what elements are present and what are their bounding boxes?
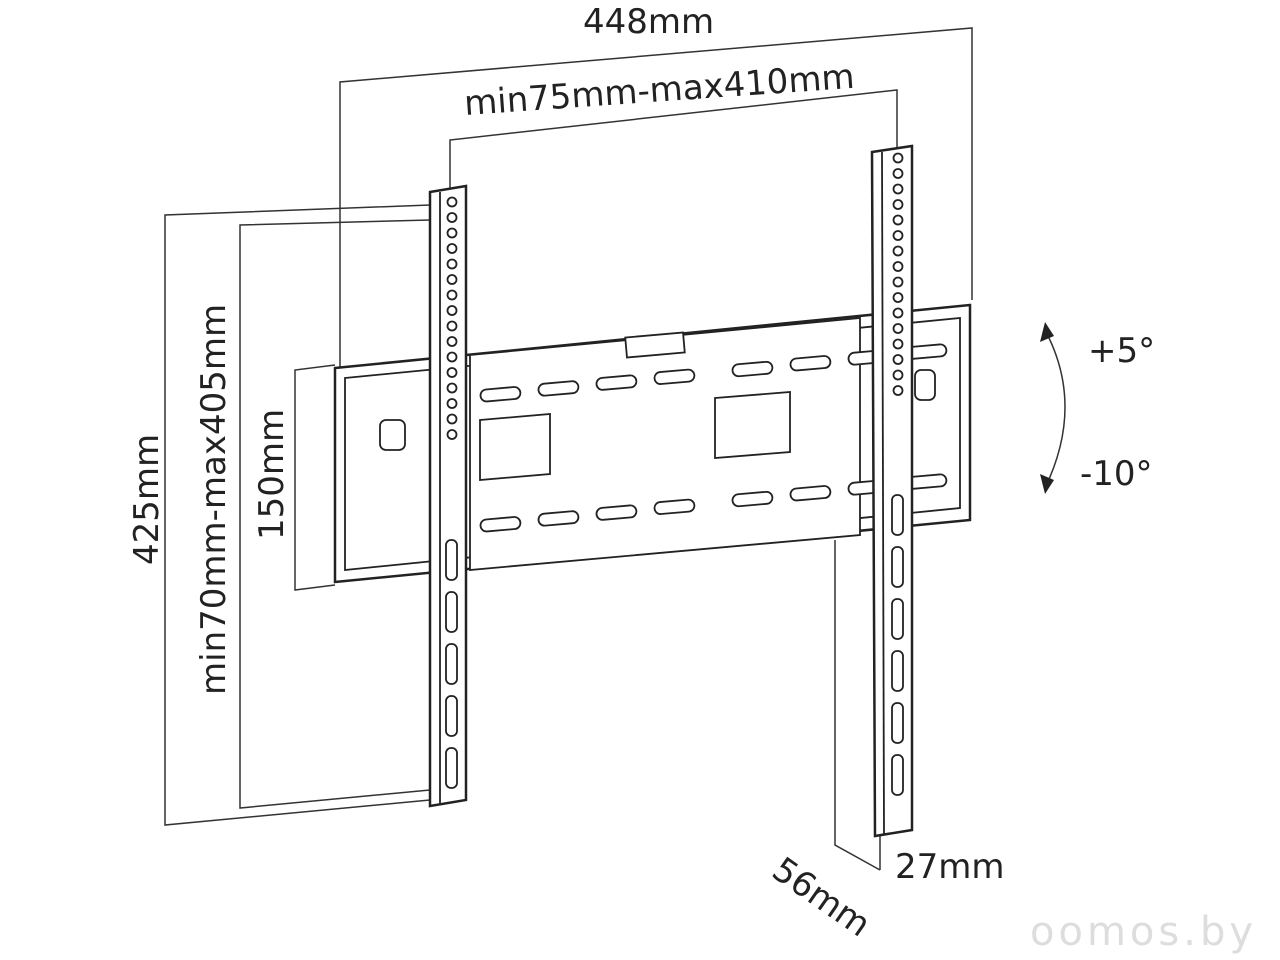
- hole: [446, 289, 458, 301]
- hole: [892, 385, 904, 396]
- plate-slot: [653, 368, 696, 385]
- slot: [445, 643, 458, 685]
- hole: [446, 429, 458, 440]
- plate-height-label: 150mm: [252, 409, 292, 540]
- tilt-arrow-icon: [1040, 322, 1066, 494]
- slot: [445, 539, 458, 581]
- hole: [892, 183, 904, 195]
- plate-slot: [789, 355, 832, 372]
- hole: [446, 258, 458, 270]
- slot: [445, 591, 458, 633]
- hole: [892, 230, 904, 241]
- hole: [892, 261, 904, 272]
- hole: [446, 367, 458, 378]
- right-strip: [870, 144, 914, 838]
- plate-slot: [653, 498, 696, 515]
- hole: [446, 351, 458, 363]
- plate-slot: [537, 510, 580, 527]
- hole: [446, 320, 458, 332]
- hole: [446, 212, 458, 223]
- hole: [892, 307, 904, 319]
- hole: [892, 354, 904, 365]
- hole: [446, 336, 458, 347]
- hole: [892, 245, 904, 257]
- left-strip: [428, 184, 468, 808]
- hole: [446, 413, 458, 425]
- plate-slot: [595, 374, 638, 391]
- watermark: oomos.by: [1030, 909, 1257, 955]
- hole: [892, 292, 904, 303]
- tilt-down-label: -10°: [1080, 454, 1153, 494]
- hole: [446, 398, 458, 409]
- hole: [892, 276, 904, 288]
- hole: [446, 382, 458, 394]
- hole: [892, 214, 904, 226]
- plate-slot: [479, 386, 522, 403]
- plate-slot: [479, 516, 522, 533]
- overall-width-label: 448mm: [583, 2, 714, 42]
- plate-slot: [537, 380, 580, 397]
- hole: [446, 227, 458, 239]
- hole: [892, 199, 904, 210]
- wall-plate: [333, 303, 972, 584]
- hole: [446, 243, 458, 254]
- plate-slot: [789, 485, 832, 502]
- hole: [892, 338, 904, 350]
- dimension-lines: [164, 27, 973, 871]
- hole: [446, 305, 458, 316]
- slot: [445, 747, 458, 789]
- slot: [891, 546, 904, 588]
- vesa-vertical-label: min70mm-max405mm: [194, 304, 234, 695]
- slot: [891, 598, 904, 640]
- slot: [891, 754, 904, 796]
- overall-height-label: 425mm: [127, 434, 167, 565]
- plate-slot: [595, 504, 638, 521]
- depth-inner-label: 27mm: [895, 847, 1005, 887]
- hole: [892, 168, 904, 179]
- hole: [892, 369, 904, 381]
- depth-outer-label: 56mm: [765, 850, 878, 946]
- hole: [446, 274, 458, 285]
- slot: [891, 702, 904, 744]
- plate-slot: [731, 360, 774, 378]
- hole: [446, 196, 458, 208]
- slot: [891, 650, 904, 692]
- hole: [892, 323, 904, 334]
- slot: [445, 695, 458, 737]
- plate-slot: [731, 490, 774, 508]
- tilt-up-label: +5°: [1088, 331, 1155, 371]
- slot: [891, 494, 904, 536]
- hole: [892, 152, 904, 164]
